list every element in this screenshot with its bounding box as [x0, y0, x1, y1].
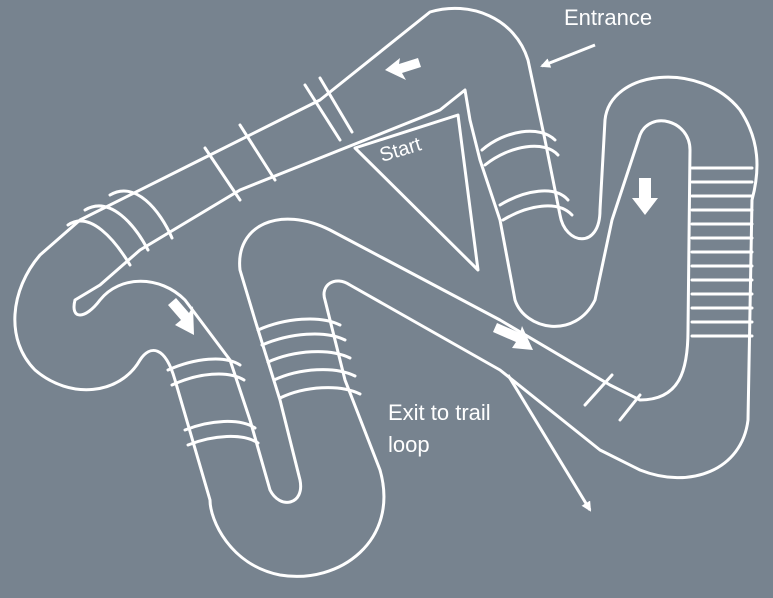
tube-band: [260, 332, 347, 347]
tube-band: [170, 372, 246, 387]
exit-pointer: [506, 374, 592, 512]
segment-divider: [303, 83, 342, 142]
arrow-icon: [385, 58, 421, 80]
rumble-band: [83, 204, 150, 252]
tube-band: [480, 129, 557, 152]
tube-band: [272, 368, 357, 382]
tube-band: [186, 434, 260, 447]
entrance-label: Entrance: [564, 5, 652, 30]
start-area: [353, 113, 480, 272]
rumble-band: [66, 219, 132, 267]
tube-band: [266, 350, 352, 364]
tube-band: [498, 189, 570, 207]
exit-label-line1: Exit to trail: [388, 400, 491, 425]
segment-divider: [238, 123, 277, 182]
arrow-icon: [632, 178, 658, 215]
tube-band: [501, 204, 574, 222]
exit-label-line2: loop: [388, 432, 430, 457]
arrow-icon: [493, 323, 533, 350]
tube-band: [183, 419, 257, 432]
arrow-icon: [168, 298, 194, 335]
segment-divider: [318, 76, 354, 134]
tube-band: [166, 357, 242, 372]
track-outer-outline: [13, 6, 759, 578]
rumble-band: [108, 189, 174, 240]
track-inner-outline: [72, 88, 692, 504]
tube-band: [278, 386, 362, 400]
tube-band: [256, 317, 342, 332]
tube-band: [483, 144, 560, 167]
segment-divider: [203, 146, 242, 202]
junction-line: [583, 373, 614, 407]
entrance-pointer: [540, 43, 596, 68]
junction-line: [618, 393, 642, 422]
